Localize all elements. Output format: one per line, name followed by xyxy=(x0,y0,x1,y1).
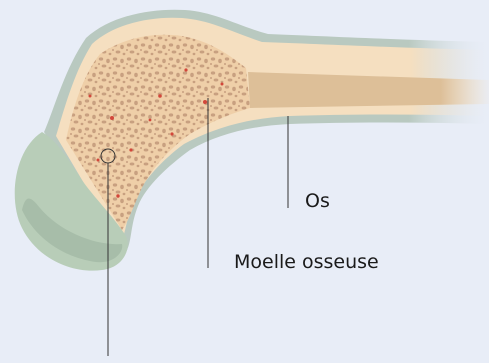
label-bone: Os xyxy=(305,190,330,212)
label-marrow: Moelle osseuse xyxy=(234,251,379,273)
